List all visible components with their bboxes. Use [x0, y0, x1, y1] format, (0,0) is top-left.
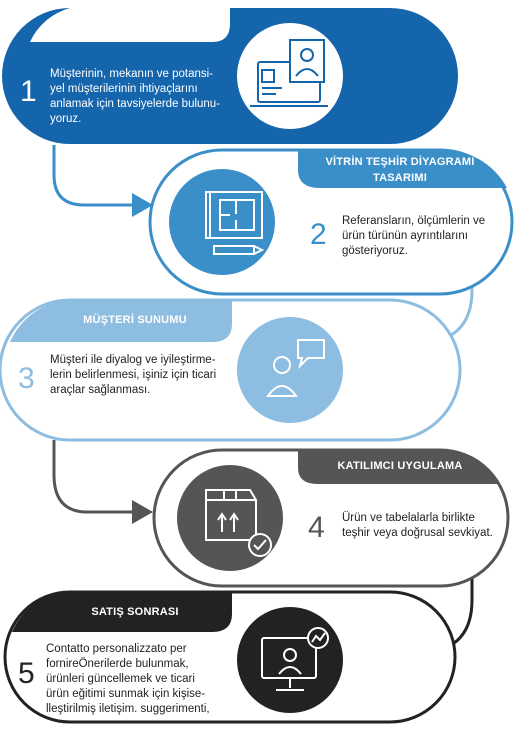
step-2-shape — [148, 148, 514, 296]
step-4-number: 4 — [308, 511, 325, 544]
person-chat-icon — [266, 339, 325, 397]
connector-1-2 — [52, 145, 153, 217]
laptop-video-call-icon — [250, 39, 328, 107]
step-4-shape — [152, 448, 510, 588]
step-1-number: 1 — [20, 75, 37, 108]
step-1-text: Müşterinin, mekanın ve potansi-yel müşte… — [50, 68, 221, 125]
step-1-title: İŞ TÜRÜ ÇALIŞMASI — [79, 19, 191, 31]
step-4-title: KATILIMCI UYGULAMA — [337, 460, 463, 472]
step-3-number: 3 — [18, 362, 35, 395]
step-3-title: MÜŞTERİ SUNUMU — [83, 314, 187, 326]
step-2-number: 2 — [310, 218, 327, 251]
monitor-chart-person-icon — [261, 627, 329, 691]
connector-3-4 — [52, 440, 153, 524]
step-3-shape — [0, 298, 462, 442]
step-3-text: Müşteri ile diyalog ve iyileştirme-lerin… — [50, 354, 217, 396]
box-check-icon — [205, 489, 272, 557]
step-5-number: 5 — [18, 657, 35, 690]
blueprint-pencil-icon — [205, 191, 265, 255]
step-5-title: SATIŞ SONRASI — [91, 606, 179, 618]
